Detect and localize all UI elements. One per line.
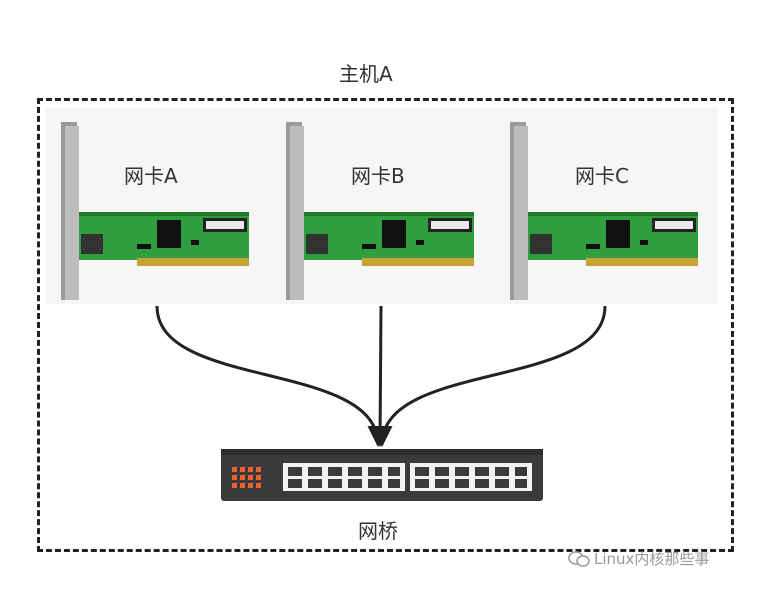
watermark: Linux内核那些事 [568, 548, 709, 569]
switch-icon [221, 449, 543, 501]
host-label: 主机A [339, 62, 393, 86]
wire-b [369, 305, 391, 448]
watermark-text: Linux内核那些事 [594, 550, 710, 568]
nic-panel [46, 108, 718, 304]
nic-a-label: 网卡A [124, 164, 178, 188]
nic-a [61, 122, 249, 300]
nic-b [286, 122, 474, 300]
nic-c [510, 122, 698, 300]
bridge-label: 网桥 [358, 519, 398, 543]
wire-a [155, 305, 389, 448]
wechat-icon [568, 550, 590, 567]
nic-c-label: 网卡C [575, 164, 629, 188]
nic-b-label: 网卡B [351, 164, 405, 188]
host-boundary [37, 98, 734, 552]
wire-c [371, 305, 607, 448]
